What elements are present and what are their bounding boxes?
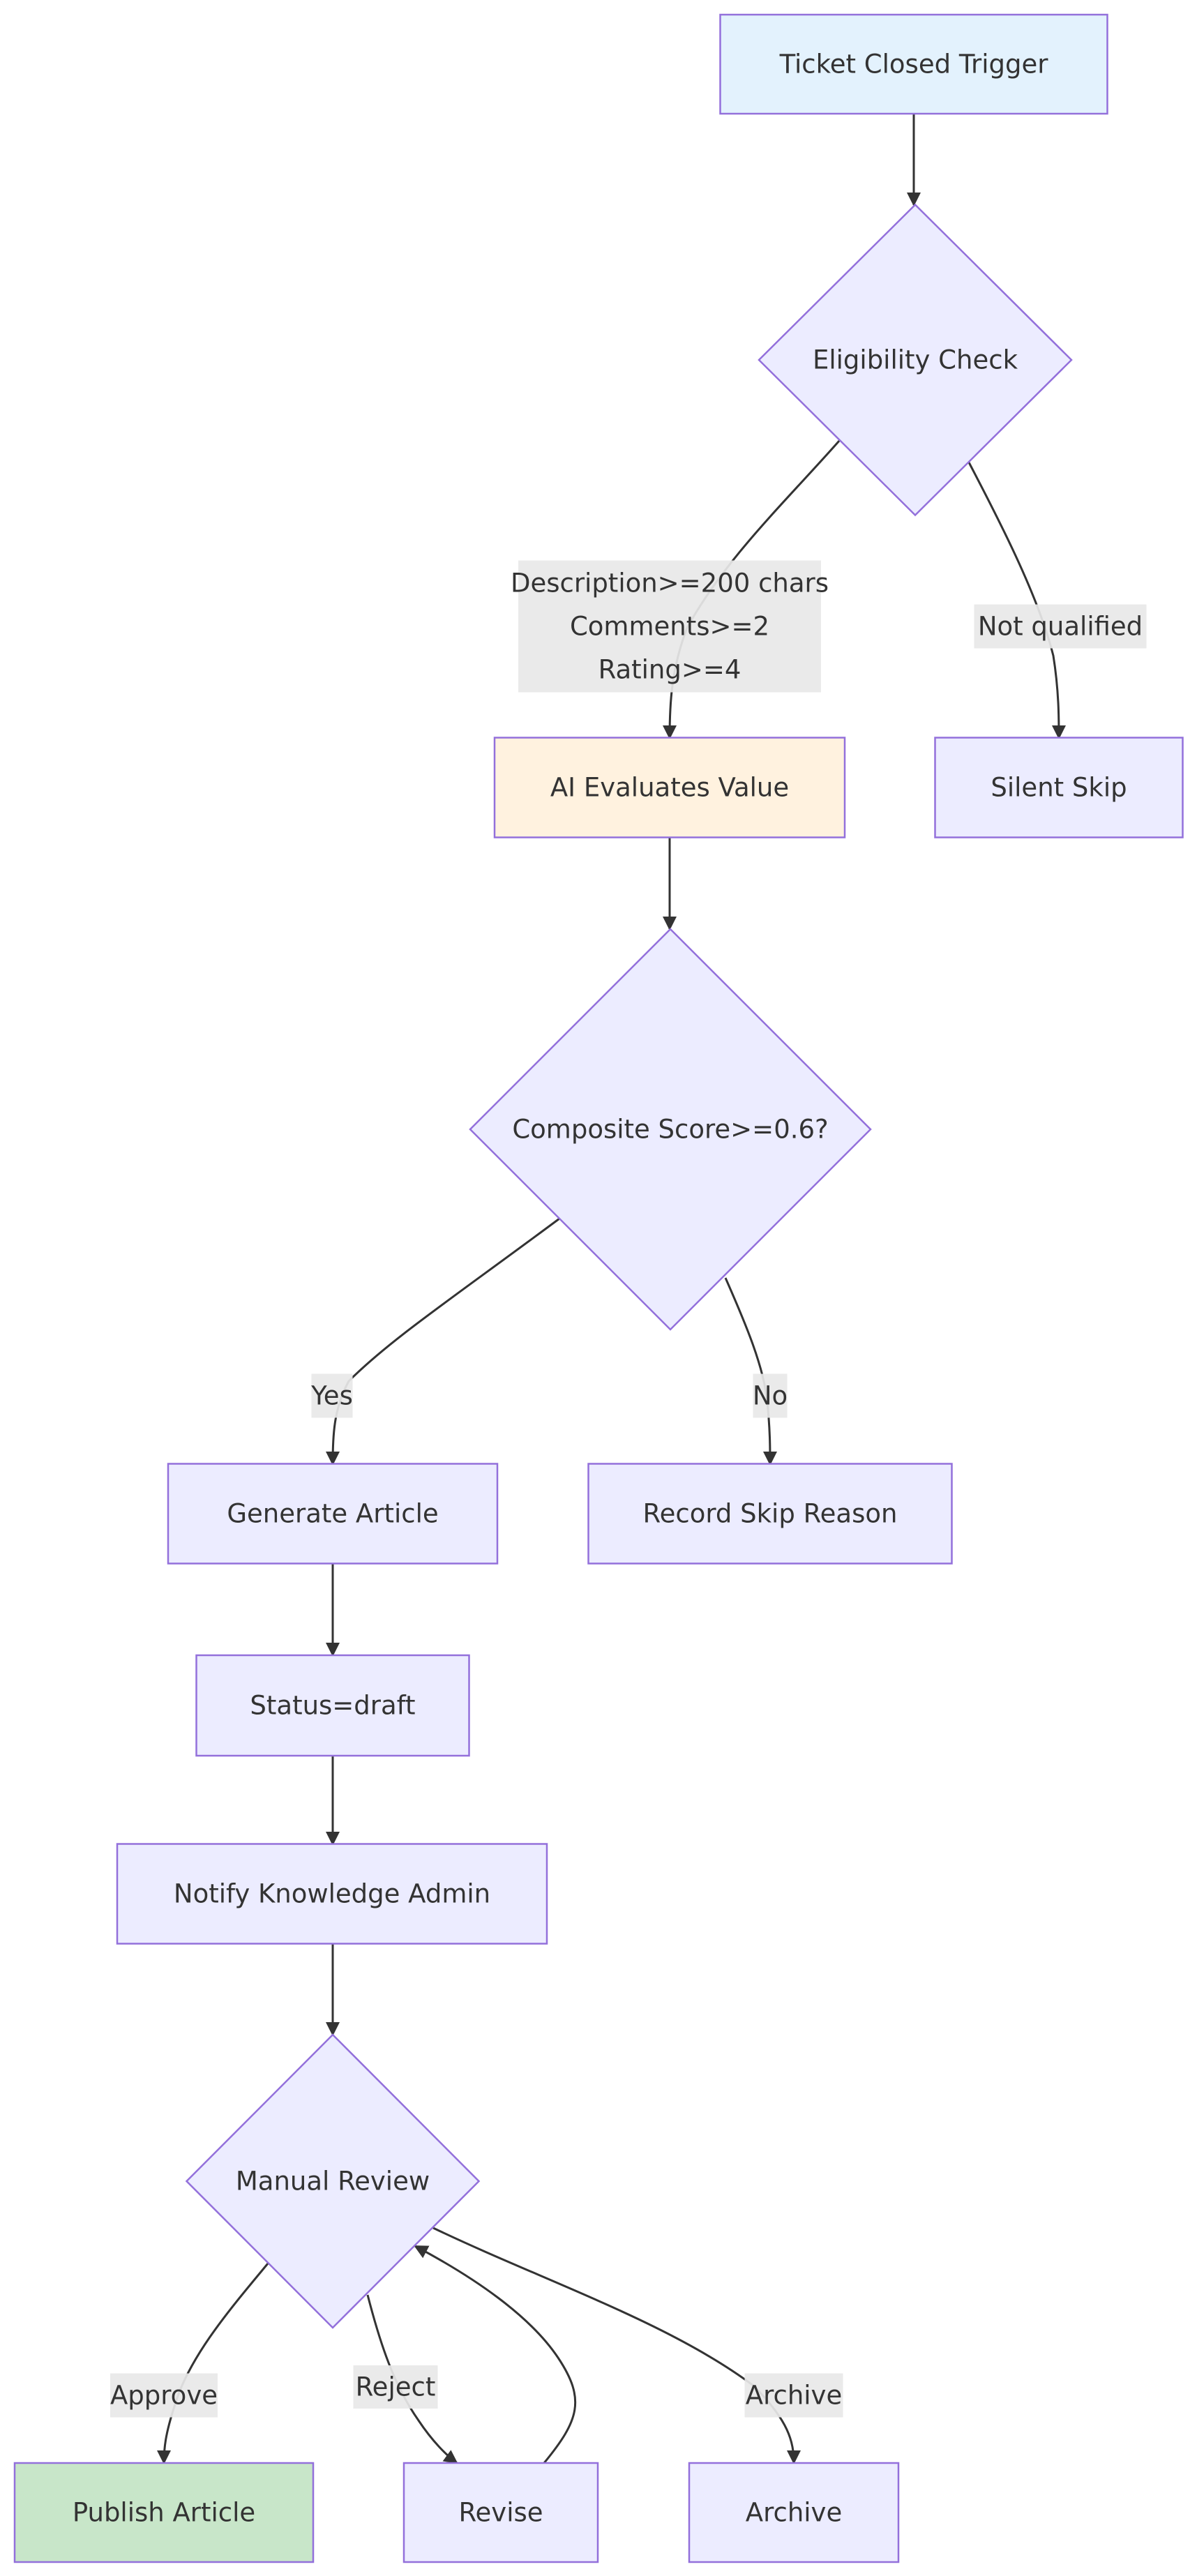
node-label: Eligibility Check <box>813 345 1018 375</box>
node-label: Ticket Closed Trigger <box>779 50 1049 80</box>
process-box-shape <box>167 1463 499 1565</box>
edge-label-background <box>110 2373 218 2418</box>
edge-revise-to-review <box>414 2245 577 2464</box>
edge-label-text: Not qualified <box>978 612 1143 642</box>
edge-labels-layer: Description>=200 charsComments>=2Rating>… <box>110 560 1147 2418</box>
edge-label-review-to-revise: Reject <box>353 2365 438 2409</box>
node-notify[interactable]: Notify Knowledge Admin <box>116 1843 548 1945</box>
node-label: Publish Article <box>73 2498 255 2528</box>
node-revise[interactable]: Revise <box>402 2462 599 2563</box>
edge-label-text: Rating>=4 <box>598 655 741 685</box>
edge-composite-to-record-skip <box>724 1277 777 1466</box>
edge-label-composite-to-generate: Yes <box>310 1373 353 1418</box>
node-label: AI Evaluates Value <box>550 773 789 803</box>
edge-label-text: No <box>753 1381 788 1411</box>
decision-diamond-shape <box>469 928 872 1331</box>
edge-label-text: Archive <box>746 2381 842 2411</box>
edge-review-to-revise <box>366 2294 458 2464</box>
node-label: Notify Knowledge Admin <box>174 1879 490 1909</box>
edge-label-text: Reject <box>356 2372 436 2402</box>
process-box-shape <box>13 2462 315 2563</box>
decision-diamond-shape <box>758 203 1073 517</box>
process-box-shape <box>934 737 1184 838</box>
process-box-shape <box>719 13 1108 115</box>
process-box-shape <box>587 1463 953 1565</box>
process-box-shape <box>493 737 846 838</box>
node-record-skip[interactable]: Record Skip Reason <box>587 1463 953 1565</box>
node-silent-skip[interactable]: Silent Skip <box>934 737 1184 838</box>
edge-label-background <box>974 604 1147 649</box>
edge-composite-to-generate <box>326 1217 560 1466</box>
edge-label-review-to-archive: Archive <box>744 2373 843 2418</box>
edge-label-background <box>353 2365 438 2409</box>
edge-eligibility-to-silent-skip <box>967 460 1066 739</box>
edge-label-eligibility-to-ai-eval: Description>=200 charsComments>=2Rating>… <box>511 560 829 693</box>
edge-label-review-to-publish: Approve <box>110 2373 218 2418</box>
node-composite[interactable]: Composite Score>=0.6? <box>469 928 872 1331</box>
edge-label-text: Comments>=2 <box>570 612 769 642</box>
node-ai-eval[interactable]: AI Evaluates Value <box>493 737 846 838</box>
edge-review-to-archive <box>432 2227 801 2464</box>
decision-diamond-shape <box>185 2033 481 2329</box>
edge-label-background <box>311 1373 353 1418</box>
node-label: Archive <box>746 2498 842 2528</box>
node-eligibility[interactable]: Eligibility Check <box>758 203 1073 517</box>
node-trigger[interactable]: Ticket Closed Trigger <box>719 13 1108 115</box>
node-label: Record Skip Reason <box>643 1499 898 1529</box>
edge-review-to-publish <box>157 2263 269 2464</box>
process-box-shape <box>195 1654 470 1757</box>
edge-label-background <box>518 560 821 693</box>
edge-label-background <box>744 2373 843 2418</box>
node-label: Composite Score>=0.6? <box>512 1115 828 1145</box>
edge-label-text: Yes <box>310 1381 353 1411</box>
edge-label-eligibility-to-silent-skip: Not qualified <box>974 604 1147 649</box>
node-label: Revise <box>458 2498 543 2528</box>
edge-label-text: Description>=200 chars <box>511 568 829 598</box>
node-label: Status=draft <box>250 1691 415 1721</box>
node-label: Generate Article <box>227 1499 438 1529</box>
node-archive[interactable]: Archive <box>688 2462 900 2563</box>
process-box-shape <box>116 1843 548 1945</box>
node-publish[interactable]: Publish Article <box>13 2462 315 2563</box>
node-label: Manual Review <box>236 2167 430 2197</box>
edge-label-composite-to-record-skip: No <box>753 1373 788 1418</box>
node-draft[interactable]: Status=draft <box>195 1654 470 1757</box>
edge-label-background <box>753 1373 788 1418</box>
node-review[interactable]: Manual Review <box>185 2033 481 2329</box>
node-label: Silent Skip <box>991 773 1127 803</box>
process-box-shape <box>688 2462 900 2563</box>
process-box-shape <box>402 2462 599 2563</box>
edge-label-text: Approve <box>110 2381 218 2411</box>
node-generate[interactable]: Generate Article <box>167 1463 499 1565</box>
